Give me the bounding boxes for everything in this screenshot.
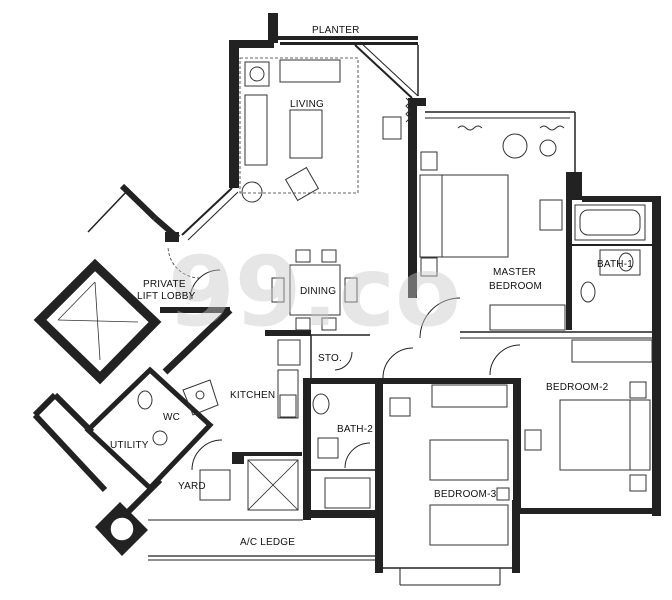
label-utility: UTILITY — [110, 440, 149, 451]
bath2-fixtures — [312, 393, 371, 509]
watermark-logo: 99.co — [168, 236, 461, 348]
label-master-bedroom: BEDROOM — [489, 281, 542, 292]
label-ac-ledge: A/C LEDGE — [240, 537, 295, 548]
door-swings — [167, 245, 521, 471]
watermark: 99.co — [168, 236, 461, 348]
label-private: PRIVATE — [143, 279, 186, 290]
label-dining: DINING — [300, 286, 336, 297]
label-master: MASTER — [493, 267, 536, 278]
bedroom2-furniture — [524, 339, 653, 492]
label-bedroom2: BEDROOM-2 — [546, 382, 609, 393]
bath1-fixtures — [574, 204, 646, 303]
label-sto: STO. — [318, 353, 342, 364]
room-labels: PLANTER LIVING PRIVATE LIFT LOBBY DINING… — [110, 25, 633, 548]
label-bedroom3: BEDROOM-3 — [434, 489, 497, 500]
lift-shaft — [57, 281, 139, 361]
label-bath2: BATH-2 — [337, 424, 373, 435]
master-bedroom-furniture — [419, 125, 566, 331]
wc-utility-fixtures — [137, 390, 299, 511]
dining-furniture — [271, 249, 358, 331]
label-living: LIVING — [290, 99, 324, 110]
walls — [32, 13, 661, 586]
label-planter: PLANTER — [312, 25, 360, 36]
label-wc: WC — [163, 412, 180, 423]
living-furniture — [239, 57, 411, 203]
bedroom3-furniture — [389, 384, 510, 546]
label-bath1: BATH-1 — [597, 259, 633, 270]
label-kitchen: KITCHEN — [230, 390, 275, 401]
kitchen-fixtures — [182, 339, 301, 419]
label-lift-lobby: LIFT LOBBY — [137, 291, 196, 302]
label-yard: YARD — [178, 481, 206, 492]
